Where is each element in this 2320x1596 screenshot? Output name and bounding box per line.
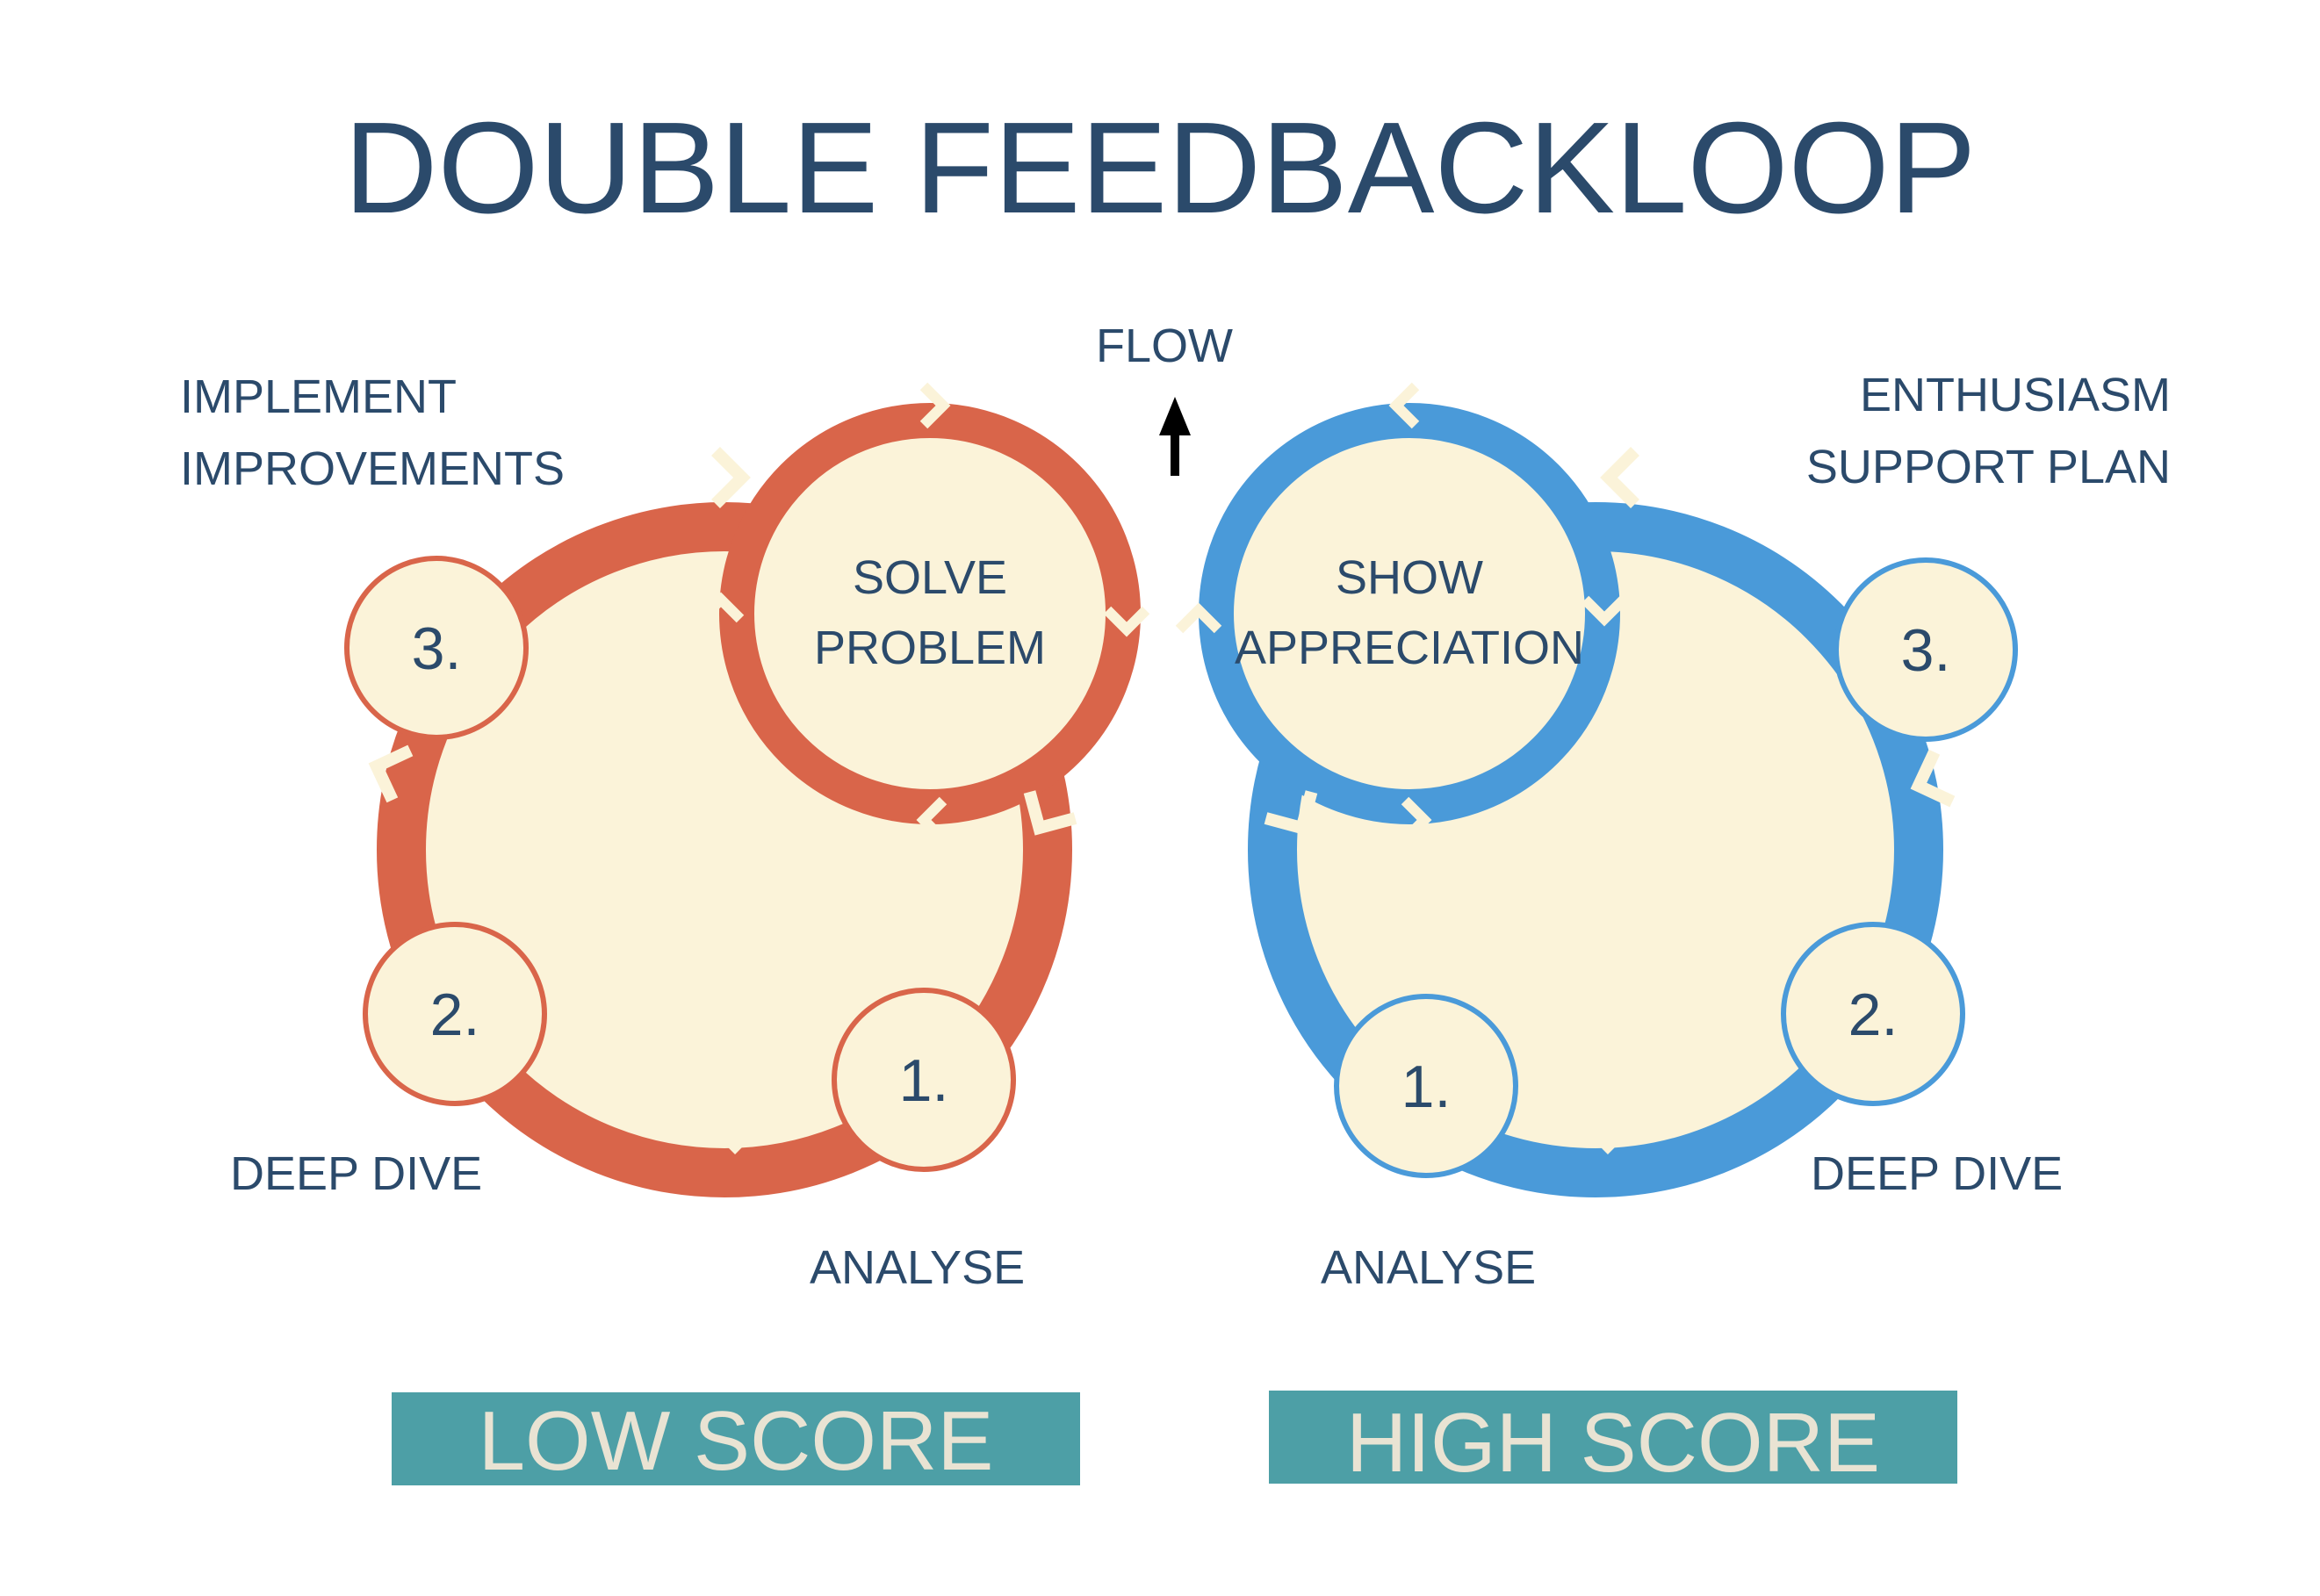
right-center-label-line2: APPRECIATION: [1235, 622, 1584, 674]
step-number: 3.: [412, 615, 462, 682]
step-circle: [344, 556, 529, 740]
step-circle: [832, 988, 1016, 1172]
chevron-icon: [1264, 790, 1318, 836]
step-number: 1.: [1401, 1053, 1452, 1120]
right-step-2-node: 2.: [1781, 922, 1965, 1106]
left-step-3-node: 3.: [344, 556, 529, 740]
step-circle: [363, 922, 547, 1106]
chevron-icon: [1401, 796, 1432, 844]
step-circle: [1781, 922, 1965, 1106]
chevron-icon: [919, 382, 951, 429]
chevron-icon: [711, 447, 751, 508]
chevron-icon: [1581, 595, 1628, 627]
chevron-icon: [1600, 447, 1639, 508]
left-center-label-line2: PROBLEM: [814, 622, 1046, 674]
chevron-icon: [1103, 606, 1150, 637]
step-number: 2.: [1848, 981, 1899, 1048]
left-inner-circle: [719, 403, 1141, 824]
chevron-icon: [1023, 790, 1077, 836]
right-step-3-label-line1: ENTHUSIASM: [1860, 369, 2171, 421]
step-number: 1.: [899, 1047, 949, 1114]
up-arrow-icon: [1159, 397, 1191, 476]
right-outer-ring-chevrons: [1264, 447, 1956, 1154]
high-score-banner: HIGH SCORE: [1269, 1391, 1957, 1490]
left-center-label-line1: SOLVE: [853, 551, 1007, 604]
chevron-icon: [697, 592, 745, 623]
step-circle: [1834, 557, 2018, 742]
step-circle: [1334, 994, 1518, 1178]
low-score-background: [392, 1392, 1080, 1485]
left-step-1-node: 1.: [832, 988, 1016, 1172]
chevron-icon: [368, 744, 414, 803]
right-inner-circle: [1199, 403, 1620, 824]
left-step-2-label: DEEP DIVE: [230, 1147, 482, 1200]
left-step-1-label: ANALYSE: [810, 1241, 1025, 1294]
left-step-3-label-line2: IMPROVEMENTS: [180, 442, 565, 495]
chevron-icon: [704, 1093, 744, 1154]
low-score-banner: LOW SCORE: [392, 1392, 1080, 1488]
left-feedback-loop: SOLVE PROBLEM 3. 2. 1. IMPLEMENT IMPROVE…: [180, 370, 1150, 1294]
right-step-3-node: 3.: [1834, 557, 2018, 742]
flow-indicator: FLOW: [1096, 320, 1233, 476]
high-score-label: HIGH SCORE: [1346, 1396, 1880, 1490]
right-center-label-line1: SHOW: [1336, 551, 1483, 604]
chevron-icon: [916, 796, 947, 844]
left-outer-ring-chevrons: [368, 447, 1077, 1154]
left-step-3-label-line1: IMPLEMENT: [180, 370, 457, 423]
right-inner-ring-chevrons: [1175, 382, 1628, 844]
right-step-2-label: DEEP DIVE: [1811, 1147, 2063, 1200]
left-outer-ring: [377, 502, 1072, 1197]
step-number: 3.: [1901, 617, 1951, 684]
chevron-icon: [1175, 602, 1222, 634]
low-score-label: LOW SCORE: [479, 1394, 994, 1488]
left-inner-ring-chevrons: [697, 382, 1150, 844]
chevron-icon: [1388, 382, 1420, 429]
right-step-3-label-line2: SUPPORT PLAN: [1806, 441, 2171, 493]
left-step-2-node: 2.: [363, 922, 547, 1106]
step-number: 2.: [430, 981, 480, 1048]
high-score-background: [1269, 1391, 1957, 1484]
page-title: DOUBLE FEEDBACKLOOP: [344, 96, 1977, 241]
right-feedback-loop: SHOW APPRECIATION 3. 2. 1. ENTHUSIASM SU…: [1175, 369, 2171, 1294]
chevron-icon: [1599, 1093, 1639, 1154]
right-step-1-node: 1.: [1334, 994, 1518, 1178]
right-step-1-label: ANALYSE: [1321, 1241, 1536, 1294]
flow-label: FLOW: [1096, 320, 1233, 372]
chevron-icon: [1910, 749, 1956, 808]
